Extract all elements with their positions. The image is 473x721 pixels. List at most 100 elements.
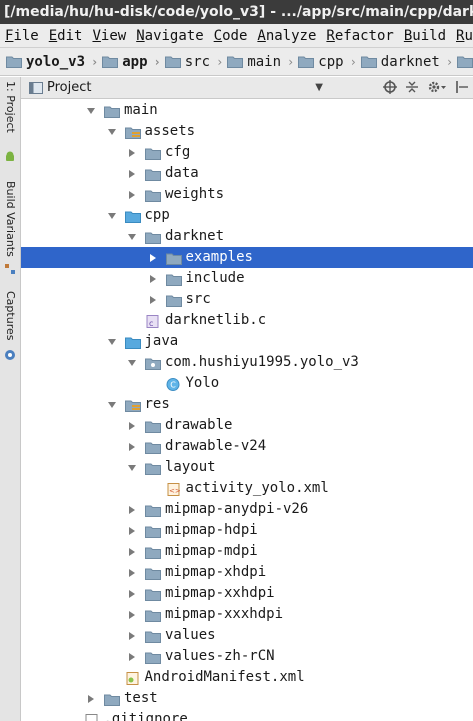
expand-arrow-icon[interactable] — [126, 352, 138, 373]
collapse-arrow-icon[interactable] — [126, 163, 138, 184]
tree-row-include[interactable]: include — [21, 268, 473, 289]
expand-arrow-icon[interactable] — [106, 331, 118, 352]
tree-row-res[interactable]: res — [21, 394, 473, 415]
breadcrumb-item-main[interactable]: main› — [227, 54, 294, 70]
tree-node-icon — [145, 440, 161, 454]
menu-mnemonic: E — [48, 27, 58, 44]
folder-icon — [165, 295, 182, 307]
tree-row-src[interactable]: src — [21, 289, 473, 310]
tree-node-icon — [165, 293, 182, 307]
tree-row-mipmap-hdpi[interactable]: mipmap-hdpi — [21, 520, 473, 541]
expand-arrow-icon[interactable] — [85, 100, 97, 121]
breadcrumb-item-app[interactable]: app› — [102, 54, 161, 70]
breadcrumb-item-examples[interactable]: examples — [457, 54, 473, 70]
expand-arrow-icon[interactable] — [126, 457, 138, 478]
collapse-arrow-icon[interactable] — [147, 247, 159, 268]
collapse-arrow-icon[interactable] — [126, 499, 138, 520]
tree-row-values-zh-rcn[interactable]: values-zh-rCN — [21, 646, 473, 667]
expand-arrow-icon[interactable] — [106, 121, 118, 142]
tree-row-mipmap-xxxhdpi[interactable]: mipmap-xxxhdpi — [21, 604, 473, 625]
breadcrumb-item-yolo-v3[interactable]: yolo_v3› — [6, 54, 98, 70]
collapse-arrow-icon[interactable] — [147, 268, 159, 289]
menu-build[interactable]: Build — [399, 28, 451, 44]
tree-row-mipmap-xhdpi[interactable]: mipmap-xhdpi — [21, 562, 473, 583]
source-folder-icon — [124, 211, 141, 223]
tree-row-test[interactable]: test — [21, 688, 473, 709]
collapse-arrow-icon[interactable] — [126, 436, 138, 457]
tree-row-assets[interactable]: assets — [21, 121, 473, 142]
menu-analyze[interactable]: Analyze — [252, 28, 321, 44]
menu-label: avigate — [144, 27, 204, 44]
tree-node-icon — [104, 104, 120, 118]
menu-navigate[interactable]: Navigate — [131, 28, 208, 44]
tree-row-androidmanifest-xml[interactable]: AndroidManifest.xml — [21, 667, 473, 688]
collapse-arrow-icon[interactable] — [126, 646, 138, 667]
tree-row-data[interactable]: data — [21, 163, 473, 184]
menu-refactor[interactable]: Refactor — [321, 28, 398, 44]
tree-row-mipmap-anydpi-v26[interactable]: mipmap-anydpi-v26 — [21, 499, 473, 520]
tree-row-weights[interactable]: weights — [21, 184, 473, 205]
tree-row-mipmap-xxhdpi[interactable]: mipmap-xxhdpi — [21, 583, 473, 604]
tree-node-icon — [104, 692, 120, 706]
tree-node-icon — [84, 713, 100, 721]
breadcrumb-item-darknet[interactable]: darknet› — [360, 54, 453, 70]
tree-node-label: data — [165, 165, 199, 181]
collapse-arrow-icon[interactable] — [126, 562, 138, 583]
collapse-icon[interactable] — [405, 79, 419, 95]
collapse-arrow-icon[interactable] — [126, 625, 138, 646]
tool-tab-build-variants[interactable]: Build Variants — [4, 181, 17, 257]
hide-icon[interactable] — [455, 79, 469, 95]
tree-row-activity-yolo-xml[interactable]: <>activity_yolo.xml — [21, 478, 473, 499]
folder-icon — [457, 56, 473, 68]
manifest-file-icon — [126, 672, 138, 685]
menu-view[interactable]: View — [87, 28, 131, 44]
breadcrumb-item-cpp[interactable]: cpp› — [298, 54, 357, 70]
tree-row-values[interactable]: values — [21, 625, 473, 646]
tree-row-java[interactable]: java — [21, 331, 473, 352]
tree-node-icon — [145, 524, 161, 538]
menu-edit[interactable]: Edit — [44, 28, 88, 44]
tool-tab-captures[interactable]: Captures — [4, 291, 17, 341]
tree-node-label: examples — [185, 249, 253, 265]
expand-arrow-icon[interactable] — [106, 205, 118, 226]
tree-row-cfg[interactable]: cfg — [21, 142, 473, 163]
svg-text:<>: <> — [169, 487, 181, 495]
project-view-selector[interactable]: Project — [47, 80, 92, 95]
tree-node-label: mipmap-xxxhdpi — [165, 606, 284, 622]
menu-run[interactable]: Run — [451, 28, 473, 44]
tree-row-main[interactable]: main — [21, 100, 473, 121]
tree-row-darknet[interactable]: darknet — [21, 226, 473, 247]
tree-node-label: mipmap-hdpi — [165, 522, 258, 538]
chevron-down-icon[interactable]: ▼ — [315, 82, 323, 93]
gear-icon[interactable] — [427, 79, 447, 95]
tree-row-drawable[interactable]: drawable — [21, 415, 473, 436]
menu-code[interactable]: Code — [209, 28, 253, 44]
tree-row-gitignore[interactable]: .gitignore — [21, 709, 473, 721]
collapse-arrow-icon[interactable] — [126, 604, 138, 625]
collapse-arrow-icon[interactable] — [126, 583, 138, 604]
sync-icon[interactable] — [383, 79, 397, 95]
tree-row-com-hushiyu1995-yolo-v3[interactable]: com.hushiyu1995.yolo_v3 — [21, 352, 473, 373]
collapse-arrow-icon[interactable] — [147, 289, 159, 310]
expand-arrow-icon[interactable] — [126, 226, 138, 247]
tool-tab-project[interactable]: 1: Project — [4, 81, 17, 133]
collapse-arrow-icon[interactable] — [126, 142, 138, 163]
collapse-arrow-icon[interactable] — [126, 184, 138, 205]
tree-row-layout[interactable]: layout — [21, 457, 473, 478]
menu-file[interactable]: File — [0, 28, 44, 44]
tree-row-cpp[interactable]: cpp — [21, 205, 473, 226]
collapse-arrow-icon[interactable] — [126, 415, 138, 436]
collapse-arrow-icon[interactable] — [126, 541, 138, 562]
tree-row-examples[interactable]: examples — [21, 247, 473, 268]
tree-row-mipmap-mdpi[interactable]: mipmap-mdpi — [21, 541, 473, 562]
tree-row-drawable-v24[interactable]: drawable-v24 — [21, 436, 473, 457]
tree-node-icon — [124, 125, 141, 139]
breadcrumb-item-src[interactable]: src› — [164, 54, 223, 70]
collapse-arrow-icon[interactable] — [126, 520, 138, 541]
expand-arrow-icon[interactable] — [106, 394, 118, 415]
menu-label: ile — [13, 27, 39, 44]
collapse-arrow-icon[interactable] — [85, 688, 97, 709]
